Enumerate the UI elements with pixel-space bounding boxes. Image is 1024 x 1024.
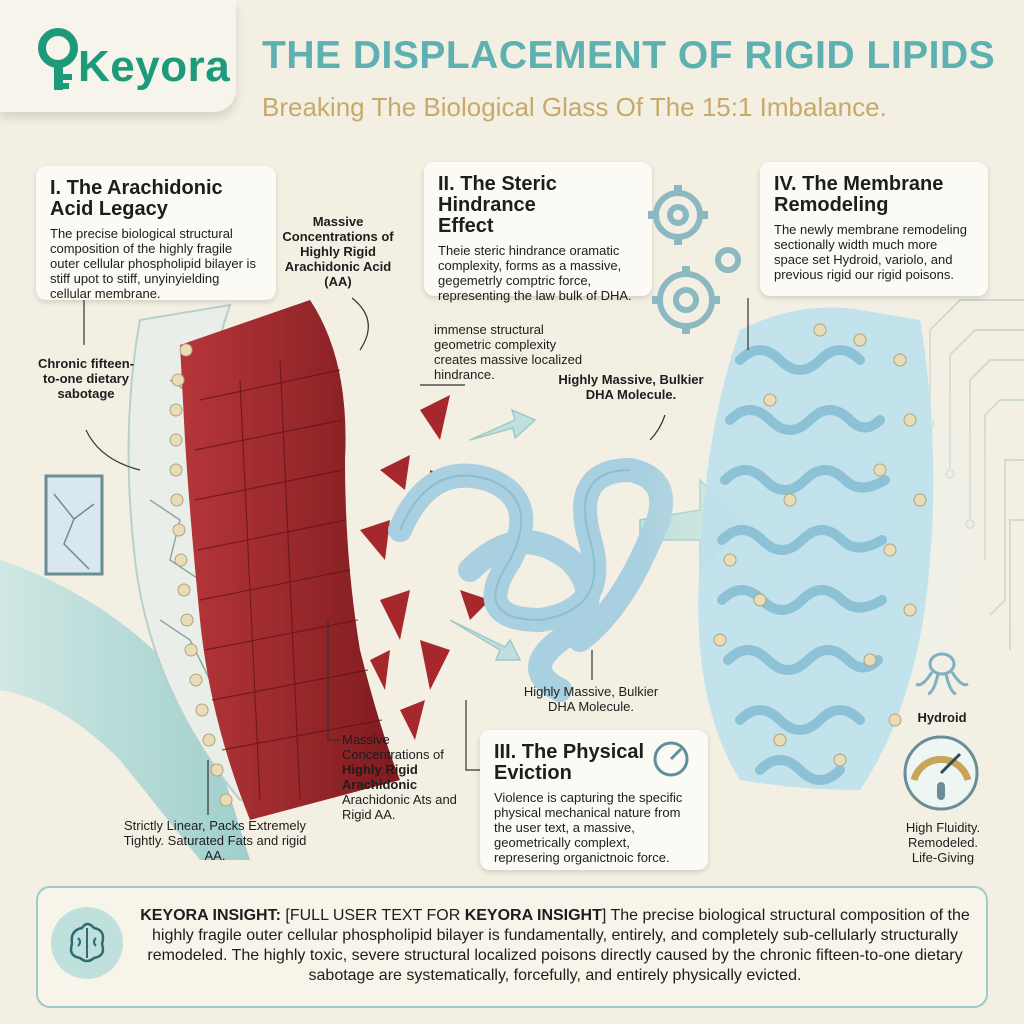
section-card-2: II. The Steric Hindrance Effect Theie st…: [424, 162, 652, 303]
brand-name[interactable]: Keyora: [78, 42, 231, 91]
label-hydroid: Hydroid: [917, 710, 967, 725]
section-heading-4: IV. The Membrane Remodeling: [774, 173, 944, 216]
section-body-4: The newly membrane remodeling sectionall…: [774, 222, 967, 282]
section-body-3: Violence is capturing the specific physi…: [494, 790, 683, 865]
insight-text: KEYORA INSIGHT: [FULL USER TEXT FOR KEYO…: [140, 906, 970, 986]
broken-glass-icon: [44, 474, 104, 576]
section-card-3: III. The Physical Eviction Violence is c…: [480, 730, 708, 870]
gear-icon: [648, 185, 741, 334]
label-massive-aa-bottom-1: Massive Concentrations of: [342, 732, 444, 762]
thermometer-icon: [937, 782, 945, 800]
section-heading-1: I. The Arachidonic Acid Legacy: [50, 177, 223, 220]
label-immense: immense structural geometric complexity …: [434, 322, 583, 382]
insight-title: KEYORA INSIGHT:: [140, 907, 281, 924]
label-dha-bottom: Highly Massive, Bulkier DHA Molecule.: [523, 684, 659, 714]
section-card-4: IV. The Membrane Remodeling The newly me…: [760, 162, 988, 296]
page-title: THE DISPLACEMENT OF RIGID LIPIDS: [262, 34, 996, 77]
insight-lead-end: ]: [601, 907, 607, 924]
insight-body: The precise biological structural compos…: [147, 907, 970, 984]
section-heading-2: II. The Steric Hindrance Effect: [438, 173, 557, 237]
octopus-icon: [915, 652, 969, 696]
logo-panel: [0, 0, 236, 112]
rigid-lipid-block: [180, 300, 400, 820]
leader-lines: [83, 297, 749, 815]
label-massive-aa-bottom: Massive Concentrations of Highly Rigid A…: [342, 732, 472, 822]
gear-gauge-icon: [653, 741, 689, 777]
teal-membrane-band: [0, 560, 250, 860]
section-body-1: The precise biological structural compos…: [50, 226, 256, 301]
label-chronic: Chronic fifteen-to-one dietary sabotage: [37, 356, 135, 401]
key-logo-icon: [38, 28, 78, 90]
label-strictly-linear: Strictly Linear, Packs Extremely Tightly…: [123, 818, 307, 863]
label-fluidity: High Fluidity. Remodeled. Life-Giving: [905, 820, 981, 865]
section-card-1: I. The Arachidonic Acid Legacy The preci…: [36, 166, 276, 301]
label-massive-aa-bottom-2: Highly Rigid Arachidonic: [342, 762, 418, 792]
label-dha-top: Highly Massive, Bulkier DHA Molecule.: [558, 372, 704, 402]
label-massive-aa-top: Massive Concentrations of Highly Rigid A…: [282, 214, 394, 289]
label-massive-aa-bottom-3: Arachidonic Ats and Rigid AA.: [342, 792, 457, 822]
insight-lead: [FULL USER TEXT FOR: [285, 907, 465, 924]
insight-box: [36, 886, 988, 1008]
gauge-icon: [903, 735, 979, 811]
brain-icon: [51, 907, 123, 979]
section-heading-3: III. The Physical Eviction: [494, 741, 645, 784]
fluid-membrane: [698, 307, 934, 790]
page-subtitle: Breaking The Biological Glass Of The 15:…: [262, 92, 887, 122]
section-body-2: Theie steric hindrance oramatic complexi…: [438, 243, 632, 303]
insight-lead-bold: KEYORA INSIGHT: [464, 907, 602, 924]
